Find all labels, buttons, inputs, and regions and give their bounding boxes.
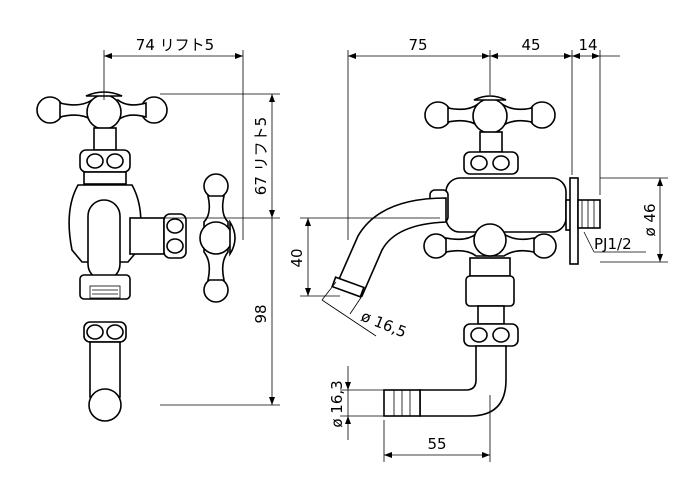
side-lower-part xyxy=(383,257,519,417)
side-bonnet xyxy=(463,131,519,175)
dim-phi-165: ø 16,5 xyxy=(359,307,410,341)
front-bonnet xyxy=(79,127,131,185)
dim-top-right-b: 45 xyxy=(521,36,540,54)
front-lower-spout xyxy=(83,321,127,422)
dim-pj: PJ1/2 xyxy=(594,235,632,253)
dim-phi-163: ø 16,3 xyxy=(328,380,346,427)
dim-total-height: 98 xyxy=(252,304,270,323)
dim-phi-46: ø 46 xyxy=(641,203,659,236)
dim-top-right-c: 14 xyxy=(578,36,597,54)
dim-height-lift: 67 リフト5 xyxy=(252,117,270,195)
side-body xyxy=(423,177,601,265)
dim-top-width-left: 74 リフト5 xyxy=(136,36,214,54)
dim-drop-40: 40 xyxy=(288,248,306,267)
front-view: 74 リフト5 67 リフト5 98 xyxy=(36,36,280,422)
side-cross-handle xyxy=(424,95,556,134)
front-side-valve xyxy=(129,173,236,303)
dim-bottom-55: 55 xyxy=(427,435,446,453)
front-body xyxy=(68,184,142,300)
dim-top-right-a: 75 xyxy=(408,36,427,54)
front-dimensions: 74 リフト5 67 リフト5 98 xyxy=(103,36,280,406)
side-dimensions: 75 45 14 40 ø 16,5 ø 46 PJ1/2 xyxy=(288,36,668,462)
front-cross-handle xyxy=(36,91,168,130)
side-upper-spout xyxy=(331,197,447,298)
side-view: 75 45 14 40 ø 16,5 ø 46 PJ1/2 xyxy=(288,36,668,462)
